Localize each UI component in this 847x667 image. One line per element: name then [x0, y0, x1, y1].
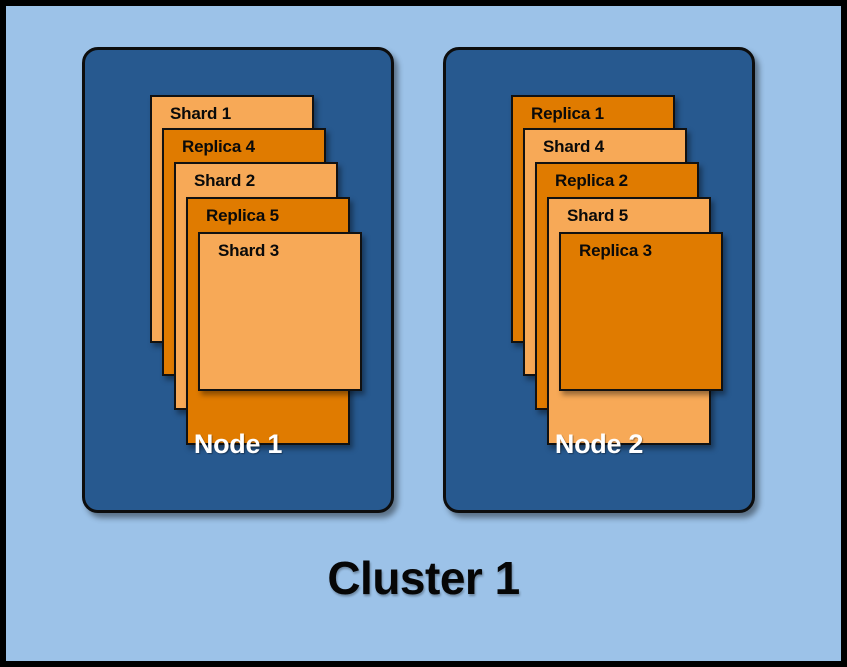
node-label-node-2: Node 2	[554, 429, 644, 459]
card-label: Shard 2	[194, 171, 255, 190]
cluster-plate: Shard 1 Replica 4 Shard 2 Replica 5 Shar…	[6, 6, 841, 661]
node-label-node-1: Node 1	[193, 429, 283, 459]
card-stack-node-1: Shard 1 Replica 4 Shard 2 Replica 5 Shar…	[85, 50, 391, 510]
node-panel-node-1[interactable]: Shard 1 Replica 4 Shard 2 Replica 5 Shar…	[82, 47, 394, 513]
card-label: Replica 5	[206, 206, 279, 225]
card-label: Shard 5	[567, 206, 628, 225]
node-panel-node-2[interactable]: Replica 1 Shard 4 Replica 2 Shard 5 Repl…	[443, 47, 755, 513]
card-label: Shard 1	[170, 104, 231, 123]
card-label: Replica 4	[182, 137, 255, 156]
card-label: Replica 3	[579, 241, 652, 260]
card-stack-node-2: Replica 1 Shard 4 Replica 2 Shard 5 Repl…	[446, 50, 752, 510]
cluster-title: Cluster 1	[327, 552, 520, 604]
card-label: Replica 1	[531, 104, 604, 123]
card-label: Shard 4	[543, 137, 604, 156]
card-node-1-4[interactable]: Shard 3	[198, 232, 362, 391]
card-label: Replica 2	[555, 171, 628, 190]
card-node-2-4[interactable]: Replica 3	[559, 232, 723, 391]
card-label: Shard 3	[218, 241, 279, 260]
